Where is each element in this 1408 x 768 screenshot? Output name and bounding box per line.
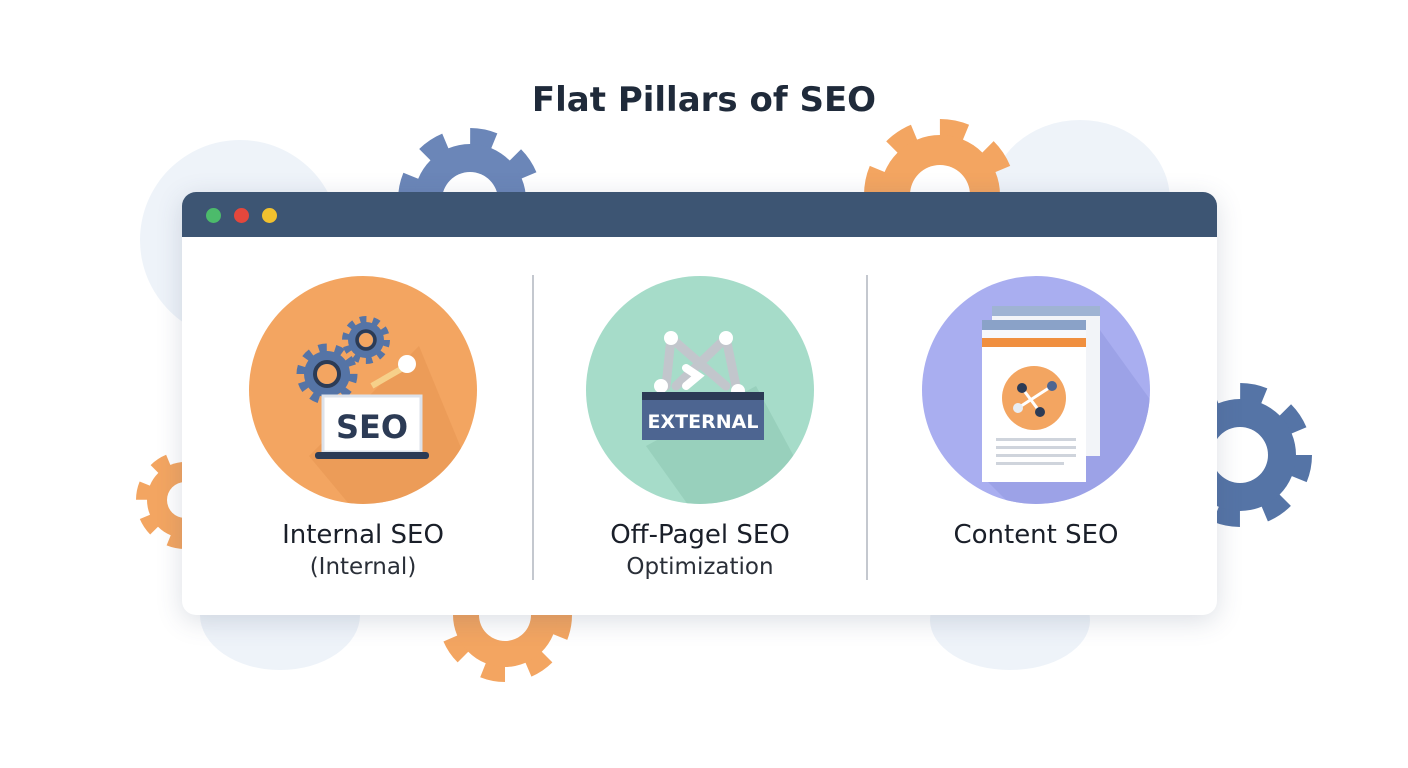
- window-dot-red[interactable]: [234, 208, 249, 223]
- pillar-content-seo: Content SEO: [886, 276, 1186, 550]
- browser-window: SEO Internal SEO (Internal) EXTERNAL Off…: [182, 192, 1217, 615]
- page-title: Flat Pillars of SEO: [531, 80, 877, 120]
- window-dot-green[interactable]: [206, 208, 221, 223]
- pillar-label: Internal SEO: [282, 520, 444, 550]
- pillar-off-page-seo: EXTERNAL Off-Pagel SEO Optimization: [550, 276, 850, 580]
- pillar-sublabel: Optimization: [626, 554, 774, 580]
- window-dot-yellow[interactable]: [262, 208, 277, 223]
- window-titlebar: [182, 192, 1217, 237]
- seo-badge-text: SEO: [336, 408, 408, 446]
- pillar-sublabel: (Internal): [309, 554, 417, 580]
- internal-seo-icon: SEO: [249, 276, 477, 504]
- external-badge-text: EXTERNAL: [648, 411, 759, 433]
- pillar-label: Content SEO: [953, 520, 1119, 550]
- divider: [866, 275, 868, 580]
- divider: [532, 275, 534, 580]
- pillar-internal-seo: SEO Internal SEO (Internal): [213, 276, 513, 580]
- external-seo-icon: EXTERNAL: [586, 276, 814, 504]
- pillar-label: Off-Pagel SEO: [610, 520, 790, 550]
- content-seo-icon: [922, 276, 1150, 504]
